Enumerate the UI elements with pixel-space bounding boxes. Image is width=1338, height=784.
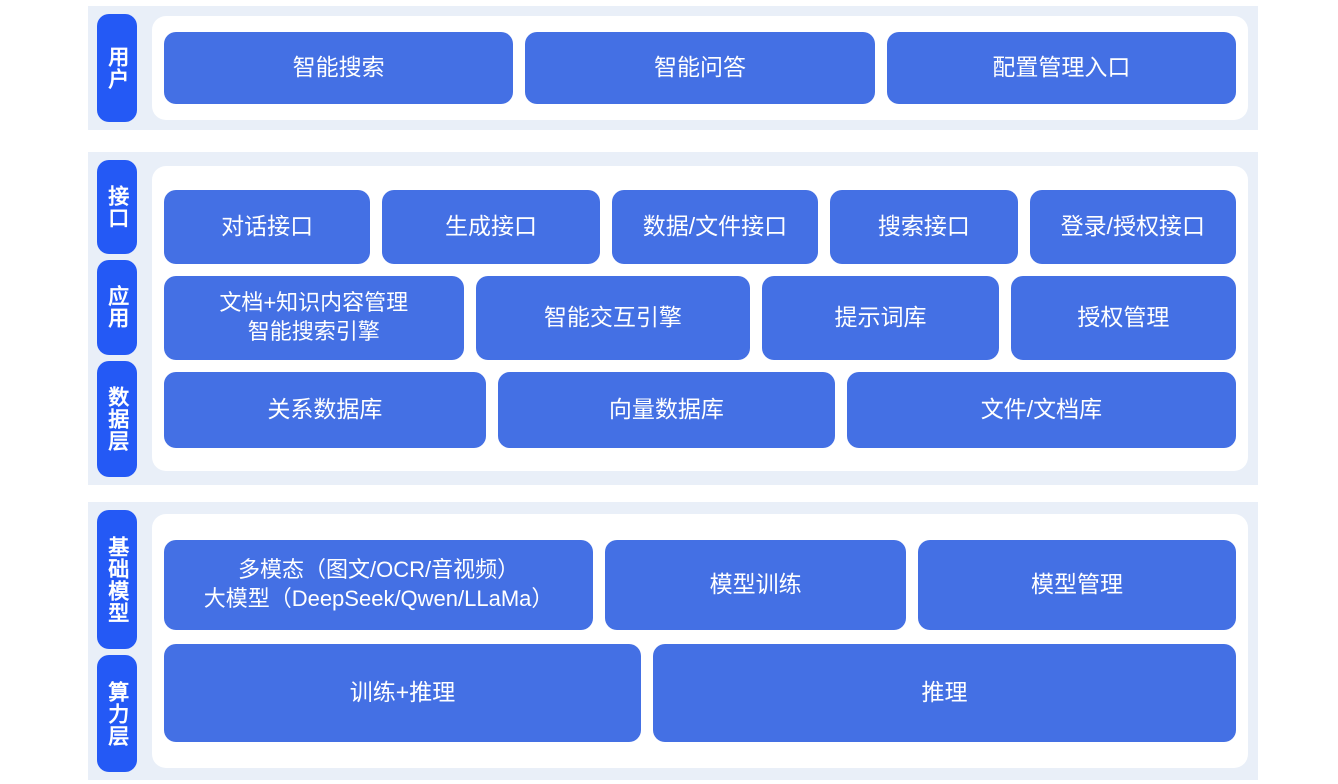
layer-tab-interface[interactable]: 接口 [97, 160, 137, 255]
layer-tab-foundation-model[interactable]: 基础模型 [97, 510, 137, 649]
layer-tab-data[interactable]: 数据层 [97, 360, 137, 477]
box-vector-database[interactable]: 向量数据库 [497, 371, 835, 448]
box-prompt-library[interactable]: 提示词库 [762, 275, 999, 360]
box-training-inference[interactable]: 训练+推理 [164, 644, 641, 742]
panel-base: 多模态（图文/OCR/音视频） 大模型（DeepSeek/Qwen/LLaMa）… [152, 514, 1248, 768]
box-authorization-management[interactable]: 授权管理 [1010, 275, 1236, 360]
box-relational-database[interactable]: 关系数据库 [164, 371, 486, 448]
section-base: 基础模型 算力层 多模态（图文/OCR/音视频） 大模型（DeepSeek/Qw… [88, 502, 1258, 780]
section-user: 用户 智能搜索 智能问答 配置管理入口 [88, 6, 1258, 130]
box-inference[interactable]: 推理 [652, 644, 1236, 742]
box-login-auth-api[interactable]: 登录/授权接口 [1029, 189, 1237, 264]
box-smart-qa[interactable]: 智能问答 [525, 32, 875, 104]
row-application: 文档+知识内容管理 智能搜索引擎 智能交互引擎 提示词库 授权管理 [164, 275, 1236, 360]
tab-column-base: 基础模型 算力层 [88, 502, 146, 780]
row-user-entries: 智能搜索 智能问答 配置管理入口 [164, 32, 1236, 104]
row-foundation-model: 多模态（图文/OCR/音视频） 大模型（DeepSeek/Qwen/LLaMa）… [164, 540, 1237, 630]
row-compute: 训练+推理 推理 [164, 644, 1236, 742]
box-search-api[interactable]: 搜索接口 [830, 189, 1018, 264]
box-model-training[interactable]: 模型训练 [605, 540, 907, 630]
layer-tab-application[interactable]: 应用 [97, 260, 137, 355]
layer-tab-compute[interactable]: 算力层 [97, 655, 137, 772]
section-core: 接口 应用 数据层 对话接口 生成接口 数据/文件接口 搜索接口 登录/授权接口… [88, 152, 1258, 485]
panel-core: 对话接口 生成接口 数据/文件接口 搜索接口 登录/授权接口 文档+知识内容管理… [152, 166, 1248, 471]
tab-column-user: 用户 [88, 6, 146, 130]
box-config-management-entry[interactable]: 配置管理入口 [886, 32, 1236, 104]
box-dialog-api[interactable]: 对话接口 [164, 189, 371, 264]
box-data-file-api[interactable]: 数据/文件接口 [611, 189, 819, 264]
box-model-management[interactable]: 模型管理 [918, 540, 1237, 630]
box-file-document-store[interactable]: 文件/文档库 [846, 371, 1236, 448]
box-smart-search[interactable]: 智能搜索 [164, 32, 514, 104]
box-document-knowledge-management[interactable]: 文档+知识内容管理 智能搜索引擎 [164, 275, 464, 360]
panel-user: 智能搜索 智能问答 配置管理入口 [152, 16, 1248, 120]
row-data: 关系数据库 向量数据库 文件/文档库 [164, 371, 1236, 448]
box-generation-api[interactable]: 生成接口 [382, 189, 600, 264]
tab-column-core: 接口 应用 数据层 [88, 152, 146, 485]
box-interaction-engine[interactable]: 智能交互引擎 [475, 275, 751, 360]
row-interface: 对话接口 生成接口 数据/文件接口 搜索接口 登录/授权接口 [164, 189, 1237, 264]
layer-tab-user[interactable]: 用户 [97, 14, 137, 122]
box-multimodal-large-model[interactable]: 多模态（图文/OCR/音视频） 大模型（DeepSeek/Qwen/LLaMa） [164, 540, 594, 630]
